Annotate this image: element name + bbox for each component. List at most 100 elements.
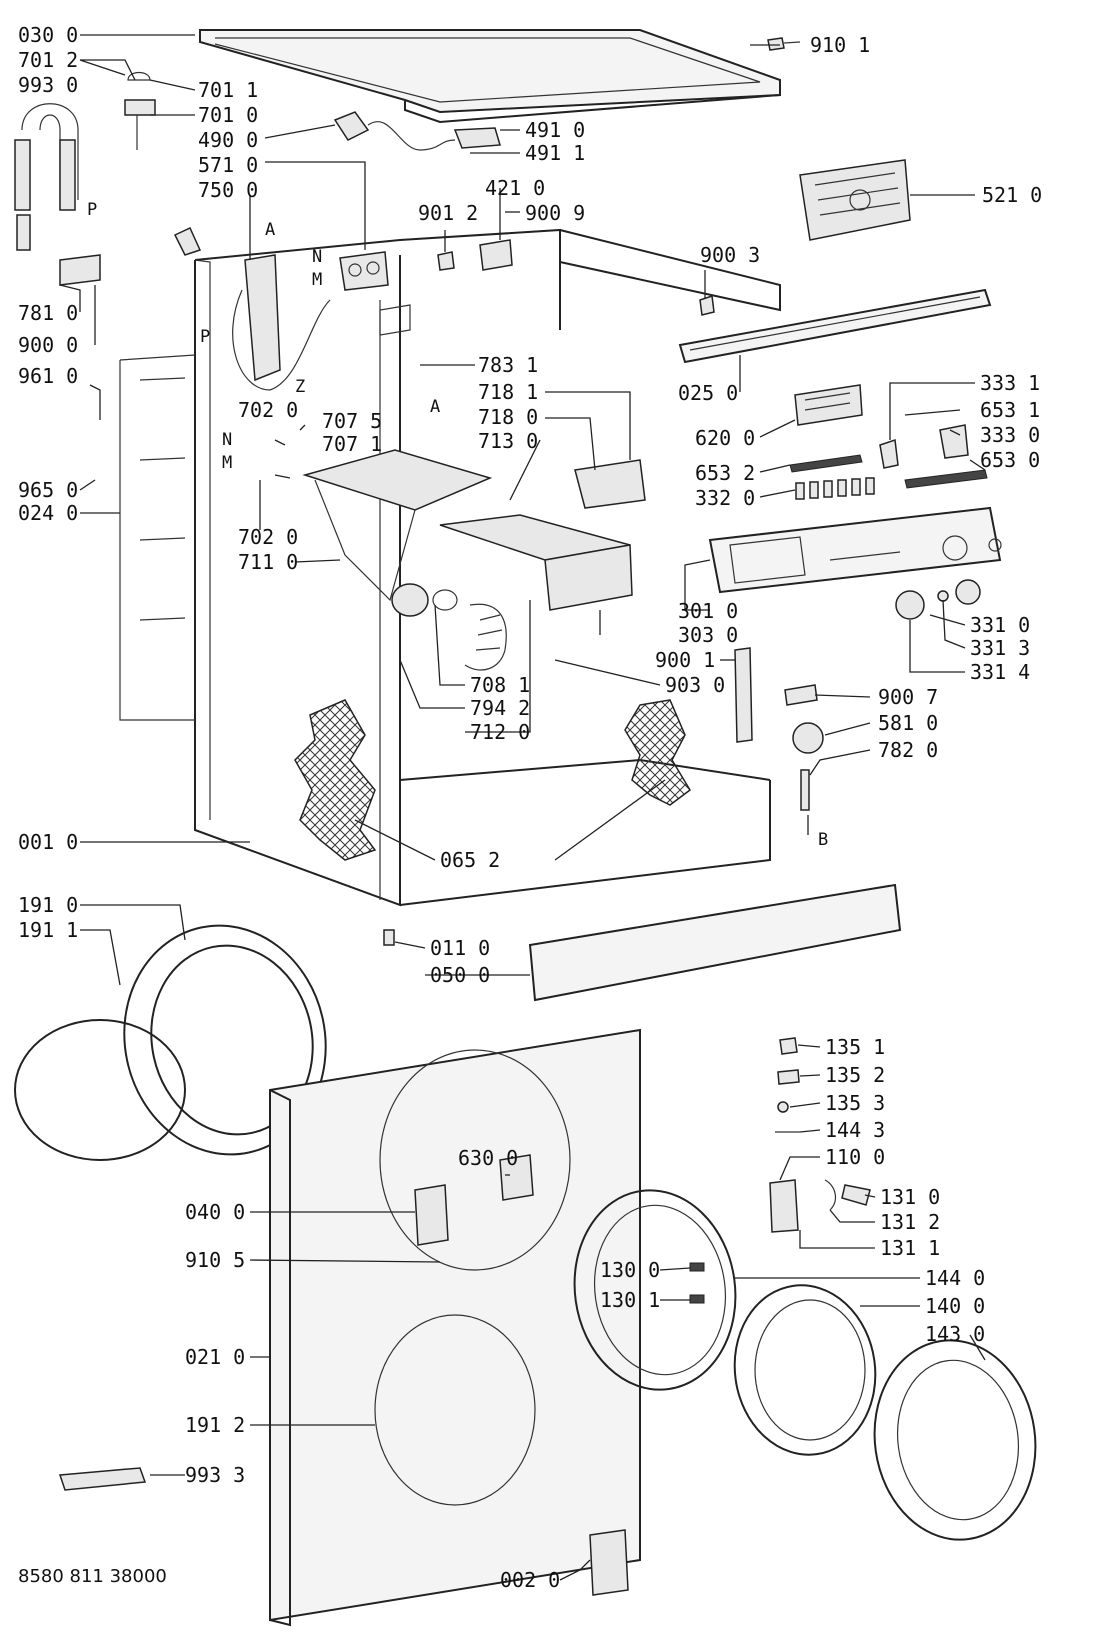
pressure-switch xyxy=(792,722,824,754)
part-label: 750 0 xyxy=(198,178,258,202)
mains-cord xyxy=(333,111,501,151)
part-label: 708 1 xyxy=(470,673,530,697)
leader-lines xyxy=(59,34,986,1581)
cabinet-frame xyxy=(119,228,781,907)
outer-door xyxy=(873,1339,1037,1541)
callout-letter: A xyxy=(430,397,440,417)
control-panel xyxy=(708,506,1002,594)
handle-110-0 xyxy=(769,1179,799,1233)
part-label: 021 0 xyxy=(185,1345,245,1369)
part-label: 131 0 xyxy=(880,1185,940,1209)
screw-135-1 xyxy=(779,1037,798,1055)
electronic-module xyxy=(799,159,911,241)
door-frame xyxy=(573,1189,737,1391)
part-label: 131 2 xyxy=(880,1210,940,1234)
knob-331-4 xyxy=(895,590,925,620)
part-label: 002 0 xyxy=(500,1568,560,1592)
part-label: 131 1 xyxy=(880,1236,940,1260)
part-label: 491 1 xyxy=(525,141,585,165)
small-clip-part xyxy=(437,251,455,271)
part-label: 490 0 xyxy=(198,128,258,152)
part-label: 707 1 xyxy=(322,432,382,456)
inlet-hose xyxy=(14,71,156,286)
part-label: 900 1 xyxy=(655,648,715,672)
foot-011-0 xyxy=(383,929,395,946)
part-label: 653 0 xyxy=(980,448,1040,472)
part-label: 135 3 xyxy=(825,1091,885,1115)
dispenser-drawer xyxy=(439,514,633,611)
callout-letter: Z xyxy=(295,377,305,397)
part-label: 011 0 xyxy=(430,936,490,960)
insulation-pad-right xyxy=(624,699,691,806)
rod-782 xyxy=(800,769,810,811)
part-label: 701 2 xyxy=(18,48,78,72)
part-label: 718 0 xyxy=(478,405,538,429)
part-label: 702 0 xyxy=(238,398,298,422)
part-label: 581 0 xyxy=(878,711,938,735)
part-label: 900 7 xyxy=(878,685,938,709)
water-valve xyxy=(339,251,389,291)
part-label: 144 3 xyxy=(825,1118,885,1142)
circuit-board xyxy=(794,384,863,426)
part-label: 961 0 xyxy=(18,364,78,388)
part-label: 331 3 xyxy=(970,636,1030,660)
part-label: 781 0 xyxy=(18,301,78,325)
callout-letter: B xyxy=(818,830,828,850)
bellows-hose xyxy=(432,589,507,671)
part-label: 050 0 xyxy=(430,963,490,987)
callout-letter: N xyxy=(312,247,322,267)
part-label: 701 0 xyxy=(198,103,258,127)
drawer-handle-718 xyxy=(574,459,646,509)
dispenser-housing xyxy=(302,449,493,617)
part-label: 130 0 xyxy=(600,1258,660,1282)
screw-part xyxy=(767,37,801,51)
part-label: 191 0 xyxy=(18,893,78,917)
part-label: 965 0 xyxy=(18,478,78,502)
knob-331-0 xyxy=(955,579,981,605)
part-label: 301 0 xyxy=(678,599,738,623)
part-label: 712 0 xyxy=(470,720,530,744)
callout-letter: P xyxy=(87,200,97,220)
part-label: 713 0 xyxy=(478,429,538,453)
base-strip xyxy=(528,883,902,1002)
document-number: 8580 811 38000 xyxy=(18,1566,167,1587)
part-label: 331 0 xyxy=(970,613,1030,637)
light-guide-part-right xyxy=(904,469,988,489)
part-label: 130 1 xyxy=(600,1288,660,1312)
tool-993-3 xyxy=(58,1467,147,1491)
filter-900-1 xyxy=(734,647,753,743)
top-lid xyxy=(199,29,781,124)
button-set xyxy=(795,477,875,500)
part-label: 707 5 xyxy=(322,409,382,433)
switch-part-333-0 xyxy=(939,424,969,459)
door-lock-630 xyxy=(499,1154,534,1201)
washer-135-3 xyxy=(777,1101,789,1113)
part-label: 701 1 xyxy=(198,78,258,102)
part-label: 040 0 xyxy=(185,1200,245,1224)
spring-131-2 xyxy=(824,1179,837,1211)
part-label: 110 0 xyxy=(825,1145,885,1169)
part-label: 900 9 xyxy=(525,201,585,225)
part-label: 910 1 xyxy=(810,33,870,57)
part-label: 630 0 xyxy=(458,1146,518,1170)
part-label: 794 2 xyxy=(470,696,530,720)
door-hinge-040 xyxy=(414,1184,449,1246)
light-guide-part xyxy=(789,454,863,473)
door-seal xyxy=(14,924,327,1161)
callout-letter: M xyxy=(222,453,232,473)
part-label: 143 0 xyxy=(925,1322,985,1346)
part-label: 024 0 xyxy=(18,501,78,525)
part-label: 993 0 xyxy=(18,73,78,97)
knob-331-3 xyxy=(937,590,949,602)
part-label: 333 1 xyxy=(980,371,1040,395)
part-label: 901 2 xyxy=(418,201,478,225)
part-label: 135 2 xyxy=(825,1063,885,1087)
part-label: 331 4 xyxy=(970,660,1030,684)
part-label: 191 2 xyxy=(185,1413,245,1437)
part-label: 903 0 xyxy=(665,673,725,697)
part-label: 191 1 xyxy=(18,918,78,942)
small-bracket-part xyxy=(699,294,715,316)
part-label: 140 0 xyxy=(925,1294,985,1318)
part-label: 332 0 xyxy=(695,486,755,510)
